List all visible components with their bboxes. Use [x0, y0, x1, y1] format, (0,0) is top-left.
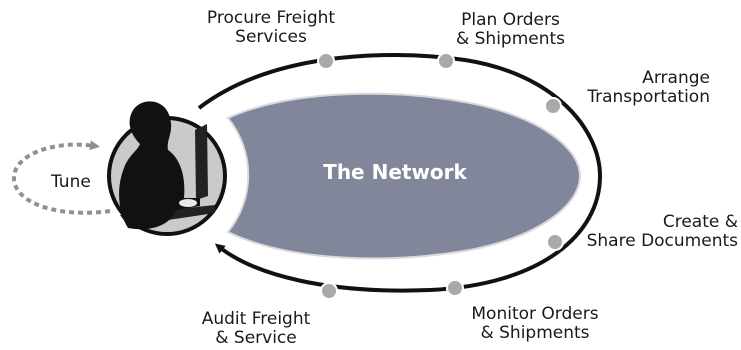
- step-arrange-line-2: Transportation: [587, 87, 710, 107]
- ring-nodes: [317, 52, 564, 300]
- step-arrange-line-1: Arrange: [642, 68, 710, 88]
- step-monitor-label: Monitor Orders & Shipments: [455, 305, 615, 343]
- step-procure-label: Procure Freight Services: [196, 9, 346, 47]
- step-monitor-line-2: & Shipments: [480, 323, 590, 343]
- step-create-line-2: Share Documents: [586, 231, 738, 251]
- step-audit-line-1: Audit Freight: [201, 309, 311, 329]
- process-ring: [197, 53, 603, 293]
- node-monitor: [446, 279, 464, 297]
- node-procure: [317, 52, 335, 70]
- node-arrange: [544, 97, 562, 115]
- tune-loop-arrow: [11, 140, 111, 215]
- network-label: The Network: [323, 160, 467, 184]
- step-audit-label: Audit Freight & Service: [186, 310, 326, 348]
- step-procure-line-2: Services: [235, 27, 307, 47]
- step-plan-line-1: Plan Orders: [461, 10, 560, 30]
- node-audit: [320, 282, 338, 300]
- tune-label: Tune: [51, 172, 91, 192]
- step-plan-label: Plan Orders & Shipments: [443, 11, 578, 49]
- step-procure-line-1: Procure Freight: [206, 8, 336, 28]
- step-monitor-line-1: Monitor Orders: [471, 304, 599, 324]
- node-create: [546, 233, 564, 251]
- step-audit-line-2: & Service: [215, 328, 297, 348]
- step-arrange-label: Arrange Transportation: [570, 69, 710, 107]
- step-create-label: Create & Share Documents: [570, 213, 738, 251]
- network-shape: [226, 92, 582, 260]
- step-plan-line-2: & Shipments: [455, 29, 566, 49]
- operator-portrait: [107, 101, 227, 236]
- node-plan: [437, 52, 455, 70]
- step-create-line-1: Create &: [662, 212, 738, 232]
